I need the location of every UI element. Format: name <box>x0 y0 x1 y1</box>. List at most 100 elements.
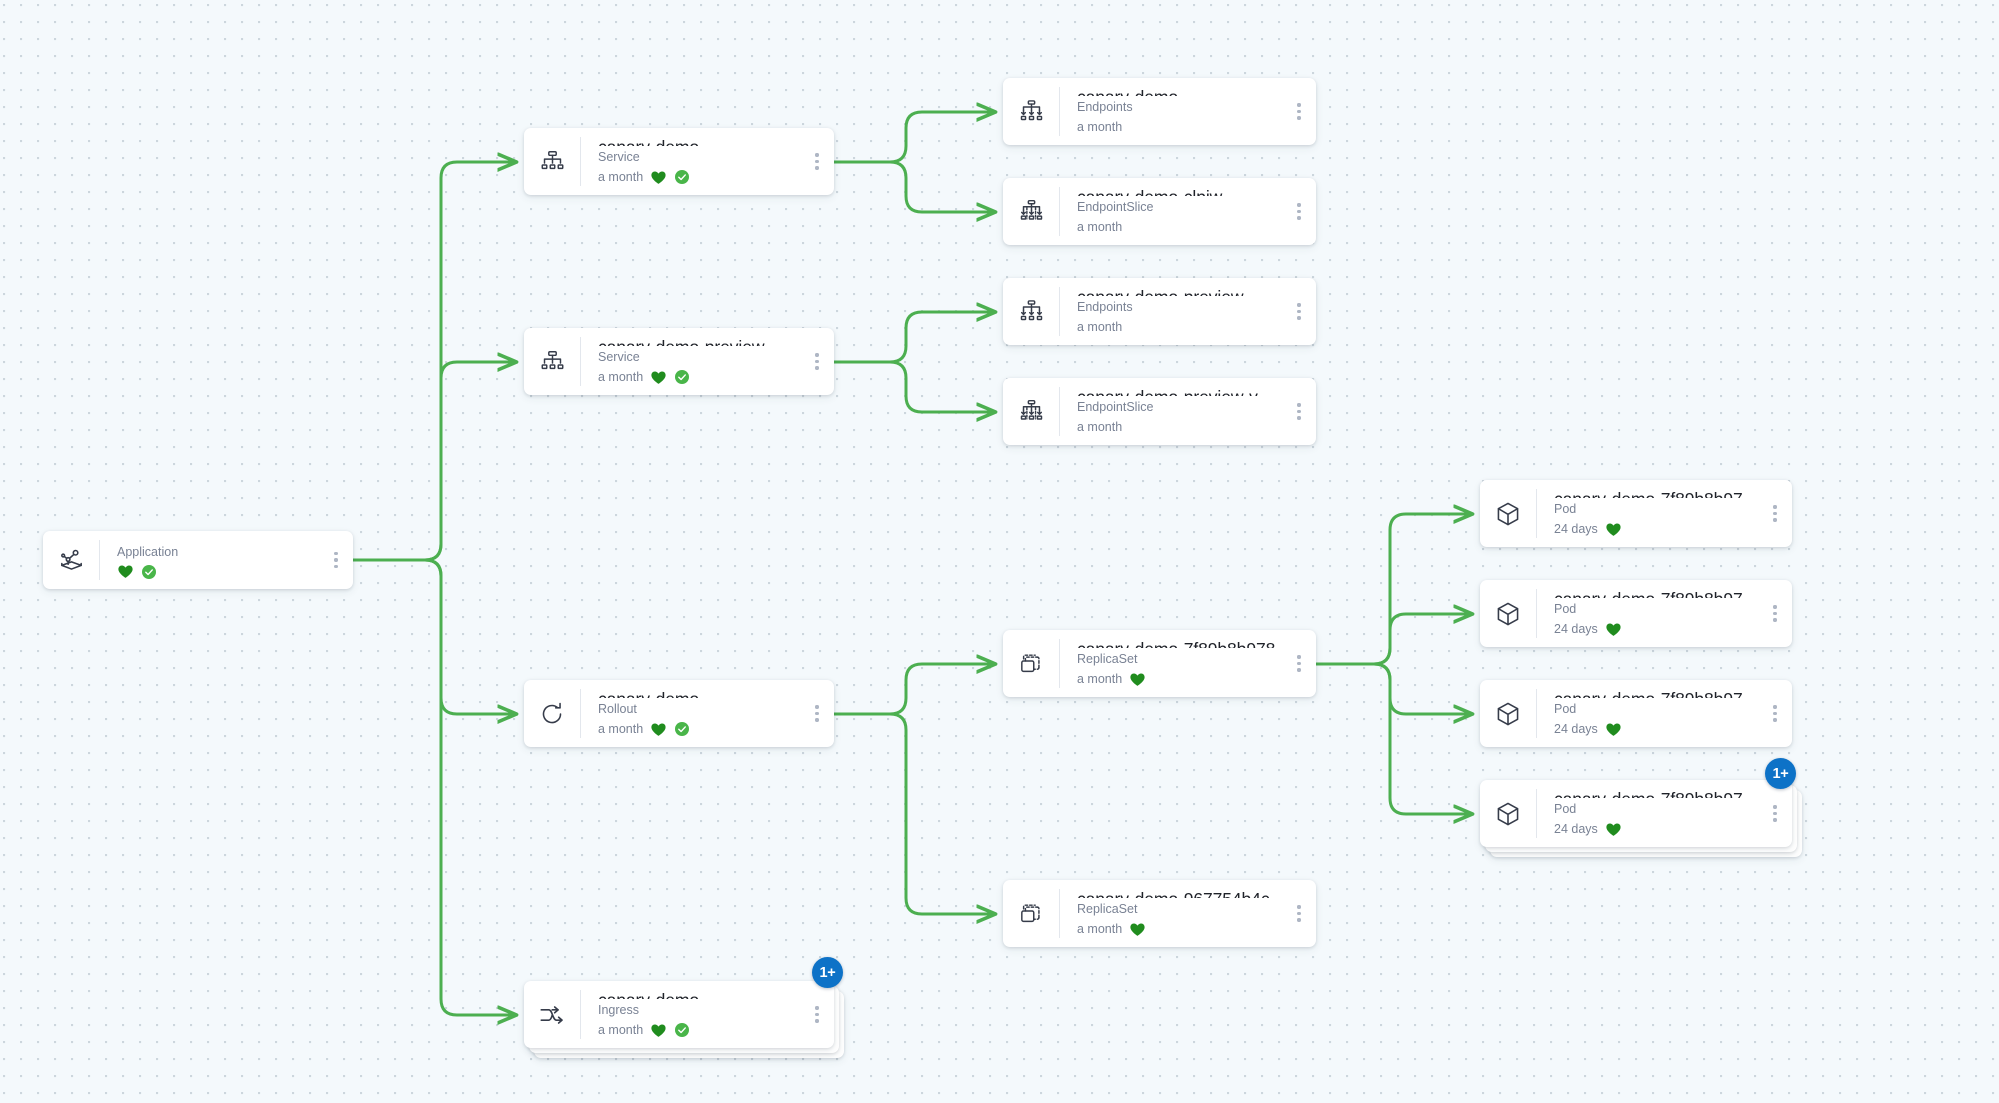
kebab-menu-icon[interactable] <box>1762 480 1788 547</box>
health-status-icon[interactable] <box>1129 671 1146 688</box>
node-meta: a month <box>598 369 804 387</box>
ingress-icon <box>524 981 580 1048</box>
node-body: canary-demoService a month <box>581 128 804 195</box>
resource-node-pod-2[interactable]: canary-demo-7f89b8b97… Pod 24 days <box>1480 580 1792 647</box>
health-status-icon[interactable] <box>650 369 667 386</box>
node-divider <box>1059 87 1060 136</box>
node-age: 24 days <box>1554 521 1598 536</box>
node-body: canary-demoRollouta month <box>581 680 804 747</box>
kebab-menu-icon[interactable] <box>1286 278 1312 345</box>
node-age: a month <box>1077 119 1123 134</box>
node-meta: a month <box>1077 921 1286 939</box>
health-status-icon[interactable] <box>1605 721 1622 738</box>
node-title: canary-demo-7f89b8b97… <box>1554 589 1762 598</box>
health-status-icon[interactable] <box>650 169 667 186</box>
node-divider <box>99 540 100 580</box>
node-body: canary-demoIngressa month <box>581 981 804 1048</box>
kebab-menu-icon[interactable] <box>804 128 830 195</box>
node-meta: a month <box>1077 119 1286 137</box>
replicaset-icon <box>1003 880 1059 947</box>
pod-icon <box>1480 680 1536 747</box>
node-kind: Pod <box>1554 802 1577 817</box>
node-meta: a month <box>1077 419 1286 437</box>
resource-node-ingress-canary-demo[interactable]: canary-demoIngressa month <box>524 981 834 1048</box>
health-status-icon[interactable] <box>1605 821 1622 838</box>
kebab-menu-icon[interactable] <box>1762 680 1788 747</box>
node-divider <box>580 689 581 738</box>
node-kind: EndpointSlice <box>1077 200 1154 215</box>
kebab-menu-icon[interactable] <box>323 531 349 589</box>
node-divider <box>1536 489 1537 538</box>
kebab-menu-icon[interactable] <box>1286 630 1312 697</box>
kebab-menu-icon[interactable] <box>804 680 830 747</box>
resource-node-ep-canary-demo-preview[interactable]: canary-demo-previewEndpointsa month <box>1003 278 1316 345</box>
node-body: canary-demo-previewEndpointsa month <box>1060 278 1286 345</box>
resource-node-eps-canary-demo-clpjw[interactable]: canary-demo-clpjwEndpointSlice a month <box>1003 178 1316 245</box>
kebab-menu-icon[interactable] <box>1286 178 1312 245</box>
node-divider <box>1059 187 1060 236</box>
kebab-menu-icon[interactable] <box>1286 378 1312 445</box>
node-age: 24 days <box>1554 621 1598 636</box>
node-kind: Pod <box>1554 702 1577 717</box>
health-status-icon[interactable] <box>1129 921 1146 938</box>
sync-status-icon[interactable] <box>674 369 690 385</box>
node-title: canary-demo <box>598 137 804 146</box>
endpointslice-icon <box>1003 378 1059 445</box>
kebab-menu-icon[interactable] <box>1286 78 1312 145</box>
node-kind: Service <box>598 150 640 165</box>
kebab-menu-icon[interactable] <box>804 981 830 1048</box>
endpoints-icon <box>1003 278 1059 345</box>
node-age: a month <box>1077 419 1123 434</box>
health-status-icon[interactable] <box>1605 521 1622 538</box>
sync-status-icon[interactable] <box>674 169 690 185</box>
resource-node-svc-canary-demo[interactable]: canary-demoService a month <box>524 128 834 195</box>
node-title: canary-demo-clpjw <box>1077 187 1286 196</box>
sync-status-icon[interactable] <box>141 564 157 580</box>
health-status-icon[interactable] <box>117 563 134 580</box>
sync-status-icon[interactable] <box>674 721 690 737</box>
child-count-badge[interactable]: 1+ <box>1765 758 1796 789</box>
health-status-icon[interactable] <box>650 1022 667 1039</box>
node-meta <box>117 563 323 580</box>
node-divider <box>1536 789 1537 838</box>
kebab-menu-icon[interactable] <box>1762 580 1788 647</box>
node-title: canary-demo <box>598 689 804 698</box>
node-age: a month <box>1077 219 1123 234</box>
pod-icon <box>1480 580 1536 647</box>
node-meta: a month <box>598 721 804 739</box>
node-meta: 24 days <box>1554 521 1762 539</box>
resource-node-rs-967754b4c[interactable]: canary-demo-967754b4cReplicaSeta month <box>1003 880 1316 947</box>
sync-status-icon[interactable] <box>674 1022 690 1038</box>
node-kind: Pod <box>1554 602 1577 617</box>
node-body: canary-demo-7f89b8b978ReplicaSeta month <box>1060 630 1286 697</box>
kebab-menu-icon[interactable] <box>1762 780 1788 847</box>
node-age: a month <box>1077 319 1123 334</box>
kebab-menu-icon[interactable] <box>804 328 830 395</box>
node-body: canary-demo-previewServicea month <box>581 328 804 395</box>
health-status-icon[interactable] <box>650 721 667 738</box>
node-divider <box>1059 639 1060 688</box>
node-divider <box>1536 689 1537 738</box>
node-meta: 24 days <box>1554 721 1762 739</box>
endpoints-icon <box>1003 78 1059 145</box>
pod-icon <box>1480 480 1536 547</box>
resource-node-ep-canary-demo[interactable]: canary-demoEndpointsa month <box>1003 78 1316 145</box>
node-divider <box>1536 589 1537 638</box>
resource-node-app-canary-demo[interactable]: canary-demoApplication <box>43 531 353 589</box>
node-age: a month <box>598 169 644 184</box>
node-age: a month <box>598 1022 644 1037</box>
child-count-badge[interactable]: 1+ <box>812 957 843 988</box>
health-status-icon[interactable] <box>1605 621 1622 638</box>
application-icon <box>43 531 99 589</box>
resource-node-rs-7f89b8b978[interactable]: canary-demo-7f89b8b978ReplicaSeta month <box>1003 630 1316 697</box>
resource-node-rollout-canary-demo[interactable]: canary-demoRollouta month <box>524 680 834 747</box>
node-age: 24 days <box>1554 721 1598 736</box>
kebab-menu-icon[interactable] <box>1286 880 1312 947</box>
resource-node-svc-canary-demo-preview[interactable]: canary-demo-previewServicea month <box>524 328 834 395</box>
